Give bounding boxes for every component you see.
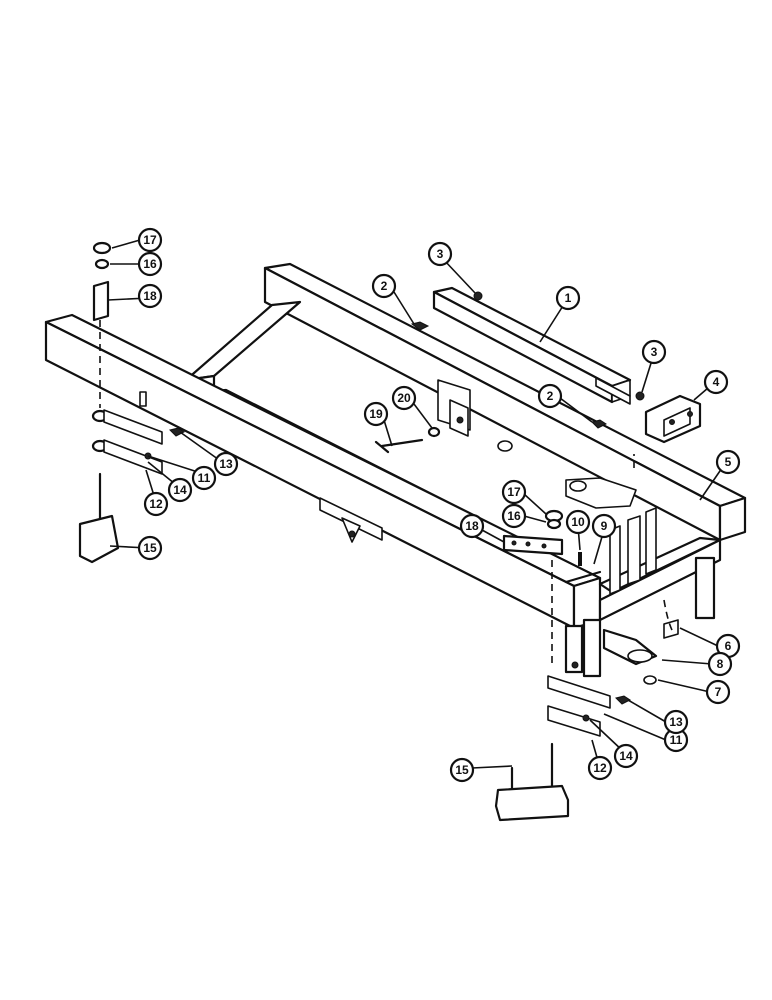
callout-11: 11 <box>663 727 689 753</box>
callout-15: 15 <box>449 757 475 783</box>
svg-text:20: 20 <box>397 391 411 405</box>
callout-16: 16 <box>137 251 163 277</box>
right-stack <box>494 454 675 822</box>
svg-text:1: 1 <box>565 291 572 305</box>
callout-3: 3 <box>641 339 667 365</box>
pin-stack-middle <box>502 509 564 556</box>
svg-text:7: 7 <box>715 685 722 699</box>
t-pin <box>374 426 441 454</box>
svg-text:12: 12 <box>593 761 607 775</box>
svg-text:17: 17 <box>143 233 157 247</box>
callout-2: 2 <box>371 273 397 299</box>
callout-18: 18 <box>459 513 485 539</box>
callout-1: 1 <box>555 285 581 311</box>
callout-7: 7 <box>705 679 731 705</box>
svg-text:2: 2 <box>547 389 554 403</box>
svg-text:15: 15 <box>455 763 469 777</box>
callout-4: 4 <box>703 369 729 395</box>
callout-10: 10 <box>565 509 591 535</box>
callout-18: 18 <box>137 283 163 309</box>
svg-text:5: 5 <box>725 455 732 469</box>
svg-text:8: 8 <box>717 657 724 671</box>
svg-text:16: 16 <box>507 509 521 523</box>
svg-text:10: 10 <box>571 515 585 529</box>
callout-12: 12 <box>143 491 169 517</box>
adjustment-bar <box>432 286 632 405</box>
pins <box>564 552 602 584</box>
svg-text:6: 6 <box>725 639 732 653</box>
svg-text:11: 11 <box>198 471 211 485</box>
svg-text:3: 3 <box>651 345 658 359</box>
svg-text:9: 9 <box>601 519 608 533</box>
svg-text:16: 16 <box>143 257 157 271</box>
callout-19: 19 <box>363 401 389 427</box>
svg-text:13: 13 <box>219 457 233 471</box>
svg-text:19: 19 <box>369 407 383 421</box>
svg-text:11: 11 <box>670 733 683 747</box>
svg-text:14: 14 <box>173 483 187 497</box>
svg-text:13: 13 <box>669 715 683 729</box>
svg-text:18: 18 <box>143 289 157 303</box>
callout-14: 14 <box>167 477 193 503</box>
svg-text:14: 14 <box>619 749 633 763</box>
callout-14: 14 <box>613 743 639 769</box>
callout-13: 13 <box>663 709 689 735</box>
callout-5: 5 <box>715 449 741 475</box>
callout-16: 16 <box>501 503 527 529</box>
svg-text:2: 2 <box>381 279 388 293</box>
callout-17: 17 <box>137 227 163 253</box>
callout-9: 9 <box>591 513 617 539</box>
callout-20: 20 <box>391 385 417 411</box>
callout-12: 12 <box>587 755 613 781</box>
svg-text:3: 3 <box>437 247 444 261</box>
svg-text:12: 12 <box>149 497 163 511</box>
callout-8: 8 <box>707 651 733 677</box>
hitch-clamp <box>644 394 702 444</box>
main-frame <box>44 262 747 678</box>
callout-17: 17 <box>501 479 527 505</box>
callout-2: 2 <box>537 383 563 409</box>
swing-arm <box>602 628 658 666</box>
callout-11: 11 <box>191 465 217 491</box>
svg-text:4: 4 <box>713 375 720 389</box>
svg-text:17: 17 <box>507 485 521 499</box>
svg-text:18: 18 <box>465 519 479 533</box>
callout-13: 13 <box>213 451 239 477</box>
callout-15: 15 <box>137 535 163 561</box>
callout-3: 3 <box>427 241 453 267</box>
callouts: 1 2 2 3 3 4 5 6 7 8 9 10 11 11 12 12 13 … <box>137 227 741 783</box>
svg-text:15: 15 <box>143 541 157 555</box>
